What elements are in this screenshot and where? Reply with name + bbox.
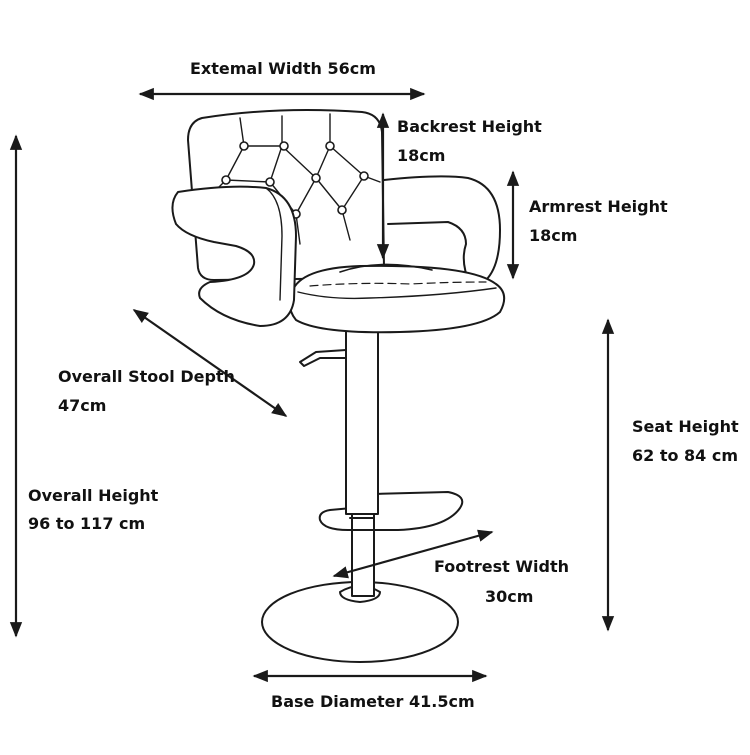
armrest-height-value: 18cm <box>529 226 578 245</box>
backrest-height-title: Backrest Height <box>397 117 542 136</box>
external-width-label: Extemal Width 56cm <box>190 59 376 78</box>
backrest-height-value: 18cm <box>397 146 446 165</box>
seat-height-title: Seat Height <box>632 417 739 436</box>
seat-stitch <box>309 281 487 287</box>
height-lever <box>299 349 347 367</box>
footrest-width-title: Footrest Width <box>434 557 570 576</box>
seat-height-value: 62 to 84 cm <box>632 446 739 465</box>
backrest-buttons <box>221 141 369 219</box>
left-armrest <box>171 185 297 327</box>
footrest-ring <box>318 491 464 531</box>
seat-cushion <box>288 264 506 334</box>
overall-height-title: Overall Height <box>28 486 159 505</box>
seat-top-pillow <box>339 263 433 273</box>
lower-column <box>351 511 375 597</box>
upper-column <box>345 317 379 515</box>
overall-stool-depth-title: Overall Stool Depth <box>58 367 235 386</box>
overall-height-value: 96 to 117 cm <box>28 514 146 533</box>
base-diameter-label: Base Diameter 41.5cm <box>271 692 475 711</box>
left-armrest-edge <box>265 187 283 301</box>
footrest-width-value: 30cm <box>485 587 534 606</box>
footrest-width-arrow <box>332 529 494 579</box>
armrest-height-title: Armrest Height <box>529 197 668 216</box>
right-armrest <box>383 175 501 285</box>
overall-stool-depth-value: 47cm <box>58 396 107 415</box>
seat-piping <box>297 287 497 300</box>
overall-stool-depth-arrow <box>132 309 288 417</box>
